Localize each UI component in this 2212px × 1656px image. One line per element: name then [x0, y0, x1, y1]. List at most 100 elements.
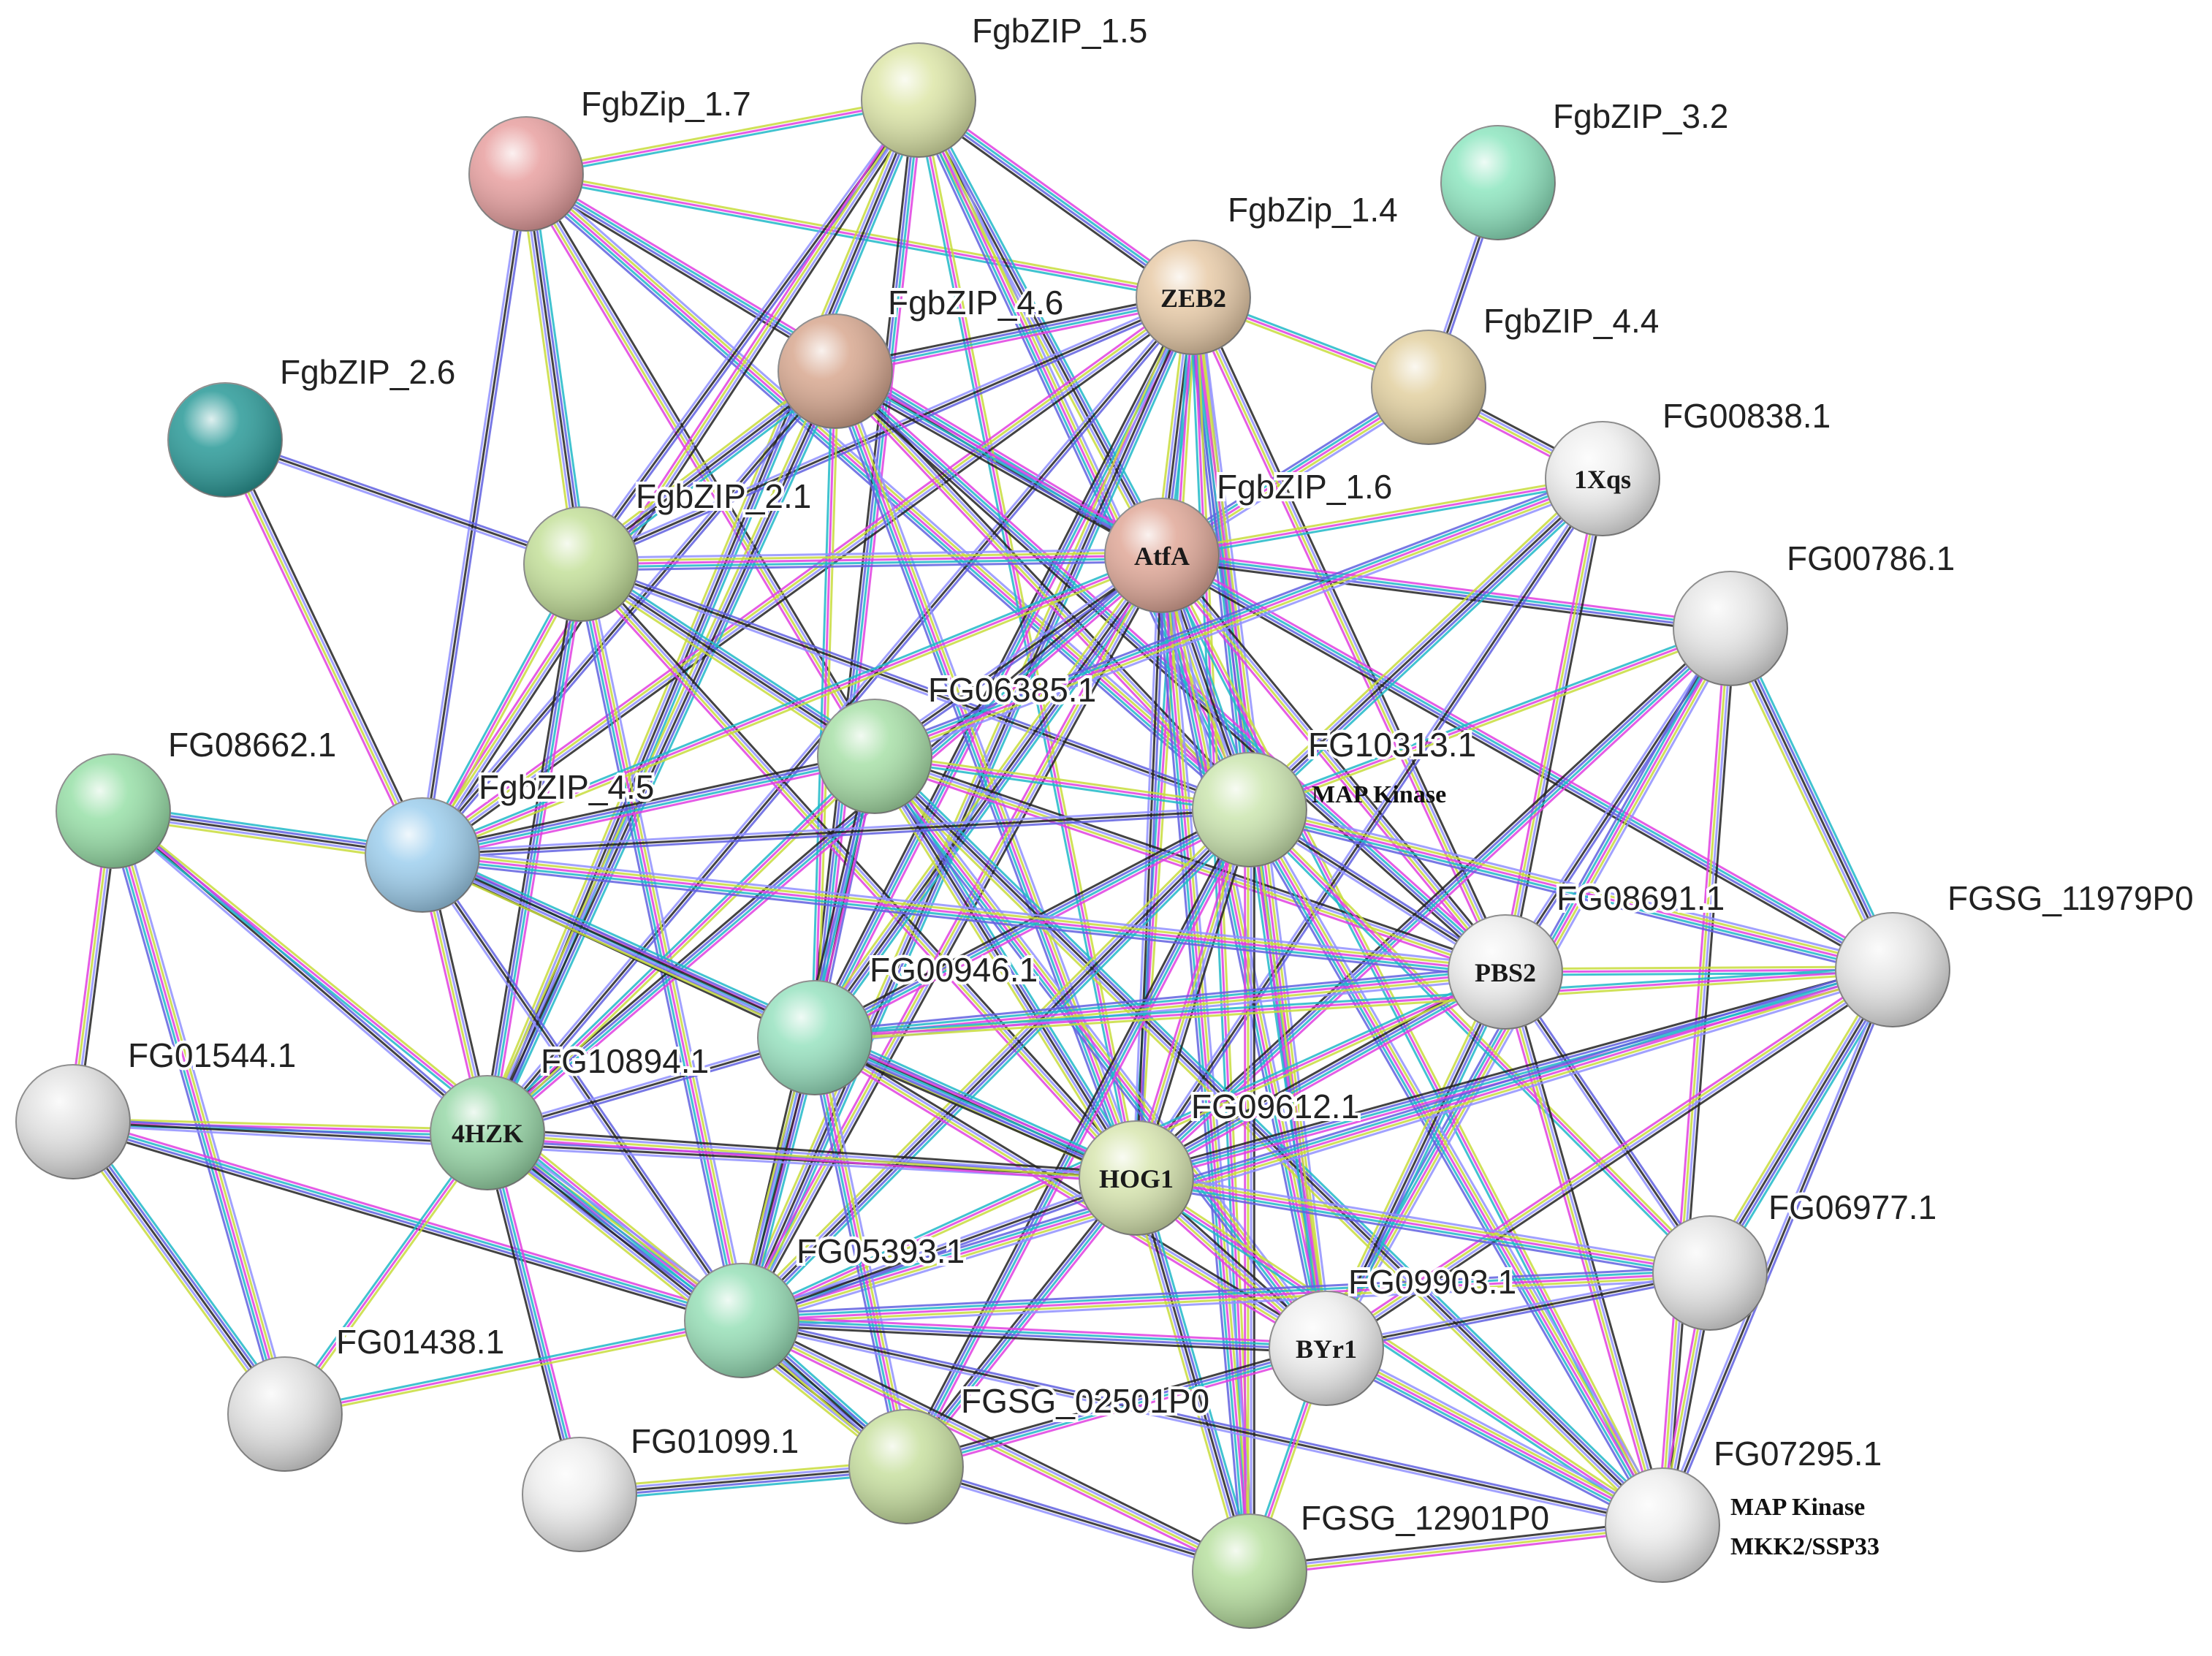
edge-strand	[1249, 808, 1893, 971]
node-n1_7[interactable]: FgbZip_1.7	[468, 82, 754, 232]
edge-strand	[874, 755, 1250, 811]
edge-n2_1-n06385	[577, 558, 879, 763]
edge-strand	[112, 810, 286, 1415]
edge-strand	[118, 809, 292, 1413]
edge-strand	[917, 99, 1138, 1179]
node-n01099[interactable]: FG01099.1	[522, 1419, 802, 1552]
node-n4_4[interactable]: FgbZIP_4.4	[1371, 299, 1662, 445]
edge-strand	[834, 292, 1193, 368]
node-n01438[interactable]: FG01438.1	[227, 1320, 507, 1472]
edge-strand	[1729, 628, 1894, 971]
edge-strand	[1324, 1350, 1662, 1530]
edge-strand	[574, 565, 737, 1323]
edge-strand	[814, 965, 1893, 1036]
edge-strand	[73, 1117, 488, 1131]
node-n05393[interactable]: FG05393.1	[684, 1229, 968, 1378]
edge-strand	[1133, 476, 1601, 1177]
node-label: FgbZIP_4.4	[1483, 302, 1659, 340]
edge-strand	[580, 563, 875, 758]
edge-strand	[529, 168, 1255, 806]
edge-strand	[813, 1038, 1136, 1181]
node-n06977[interactable]: FG06977.1	[1652, 1185, 1939, 1331]
node-n00946[interactable]: FG00946.1	[757, 948, 1041, 1095]
edge-strand	[1158, 555, 1325, 1350]
edge-strand	[487, 555, 1164, 1135]
node-n00786[interactable]: FG00786.1	[1673, 536, 1958, 686]
edge-strand	[835, 295, 1193, 371]
edge-strand	[1250, 806, 1714, 1272]
edge-strand	[420, 551, 1161, 854]
node-shading	[1836, 913, 1950, 1027]
node-n02501[interactable]: FGSG_02501P0	[848, 1379, 1212, 1524]
edge-strand	[736, 805, 1247, 1318]
edge-n01544-n09612	[72, 1117, 1137, 1182]
node-shading	[1441, 126, 1555, 240]
node-shading	[1136, 240, 1250, 354]
edge-strand	[1161, 477, 1603, 557]
edge-strand	[837, 367, 1510, 970]
node-n4_5[interactable]: FgbZIP_4.5	[365, 765, 657, 913]
edge-n10894-n01099	[482, 1131, 585, 1496]
node-n2_6[interactable]: FgbZIP_2.6	[167, 350, 458, 498]
edge-strand	[1250, 1528, 1663, 1577]
edge-strand	[585, 562, 749, 1320]
node-n08662[interactable]: FG08662.1	[56, 723, 339, 869]
edge-strand	[1137, 1174, 1665, 1524]
edge-strand	[1658, 968, 1891, 1524]
edge-strand	[739, 1323, 1248, 1576]
node-shading	[1269, 1291, 1383, 1405]
edge-n10313-n11979	[1247, 802, 1895, 977]
node-n06385[interactable]: FG06385.1	[817, 668, 1099, 814]
node-label: FG08691.1	[1557, 879, 1725, 917]
edge-strand	[1246, 810, 1661, 1527]
edge-strand	[424, 300, 1197, 860]
edge-strand	[1325, 971, 1507, 1349]
edge-n2_1-n1_6	[580, 548, 1163, 571]
edge-strand	[1162, 552, 1894, 970]
node-n11979[interactable]: FGSG_11979P0	[1835, 876, 2197, 1028]
edge-strand	[740, 1174, 1136, 1319]
edge-strand	[578, 566, 874, 760]
node-n10313[interactable]: FG10313.1	[1192, 723, 1479, 867]
edge-strand	[525, 173, 582, 565]
edge-strand	[480, 368, 831, 1131]
node-label: FG01099.1	[631, 1422, 799, 1460]
edge-strand	[72, 1123, 1136, 1182]
edge-n00786-n07295	[1657, 628, 1736, 1526]
edge-strand	[484, 1133, 579, 1495]
edge-strand	[834, 371, 1162, 558]
edge-strand	[819, 1036, 913, 1466]
edge-strand	[1662, 628, 1733, 1526]
node-n12901[interactable]: FGSG_12901P0	[1192, 1496, 1552, 1629]
edge-strand	[582, 561, 878, 755]
edge-strand	[421, 371, 837, 856]
node-n2_1[interactable]: FgbZIP_2.1	[523, 474, 814, 622]
node-n1_5[interactable]: FgbZIP_1.5	[861, 9, 1150, 158]
node-n4_6[interactable]: FgbZIP_4.6	[778, 281, 1066, 429]
edge-strand	[901, 1174, 1134, 1465]
node-n01544[interactable]: FG01544.1	[15, 1033, 299, 1180]
edge-strand	[876, 483, 1605, 764]
node-shading	[862, 43, 976, 157]
edge-n2_6-n4_5	[219, 437, 428, 858]
node-n3_2[interactable]: FgbZIP_3.2	[1440, 94, 1731, 240]
edge-strand	[225, 436, 582, 563]
edge-strand	[1250, 1525, 1663, 1574]
edge-n00786-n08691	[1502, 626, 1734, 975]
edge-n00838-n10313	[1244, 473, 1608, 816]
edge-strand	[813, 807, 1250, 1038]
node-shading	[469, 117, 583, 231]
node-shading	[758, 981, 872, 1095]
edge-strand	[813, 1038, 1326, 1351]
edge-strand	[1250, 630, 1733, 814]
node-structure-label: 4HZK	[452, 1119, 523, 1148]
node-n07295[interactable]: FG07295.1	[1605, 1432, 1885, 1583]
node-label: FG00946.1	[870, 951, 1038, 989]
